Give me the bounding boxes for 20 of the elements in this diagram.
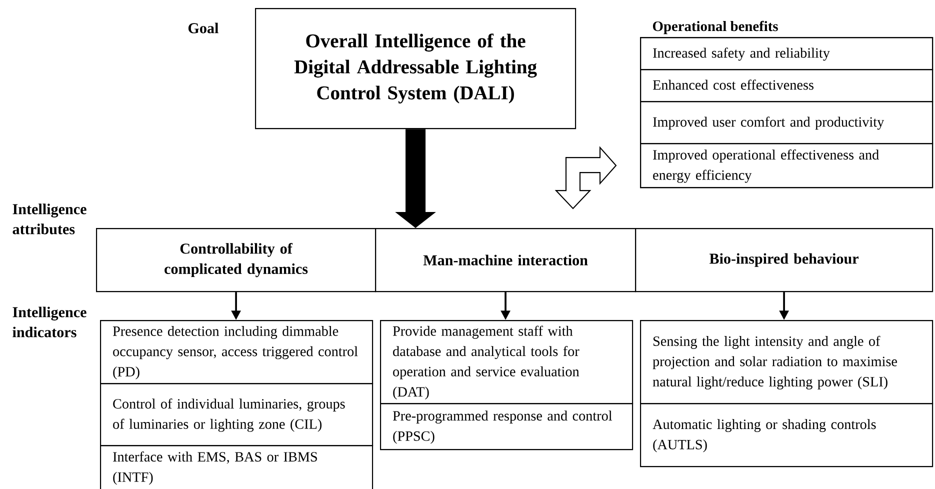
goal-box: Overall Intelligence of the Digital Addressable Lighting Control System (DALI) bbox=[255, 8, 576, 130]
benefit-row: Improved user comfort and productivity bbox=[640, 101, 934, 144]
row-label: Intelligence indicators bbox=[12, 306, 86, 338]
attribute-cell: Bio-inspired behaviour bbox=[635, 228, 934, 292]
benefit-row: Enhanced cost effectiveness bbox=[640, 69, 934, 102]
indicator-box: Sensing the light intensity and angle of projection and solar radiation to maximise natural light/reduce lighting power (SLI) bbox=[640, 320, 934, 404]
benefit-row: Increased safety and reliability bbox=[640, 37, 934, 70]
indicator-box: Provide management staff with database and analytical tools for operation and service evaluation (DAT) bbox=[380, 320, 634, 404]
indicator-box: Control of individual luminaries, groups of luminaries or lighting zone (CIL) bbox=[100, 383, 374, 446]
attribute-cell: Man-machine interaction bbox=[375, 228, 636, 292]
indicator-box: Automatic lighting or shading controls (AUTLS) bbox=[640, 403, 934, 468]
attribute-cell: Controllability of complicated dynamics bbox=[96, 228, 376, 292]
indicator-box: Interface with EMS, BAS or IBMS (INTF) bbox=[100, 445, 374, 489]
hollow-arrow bbox=[554, 146, 617, 210]
benefit-row: Improved operational effectiveness and energy efficiency bbox=[640, 143, 934, 188]
row-label: Intelligence attributes bbox=[12, 204, 86, 234]
node-label: Operational benefits bbox=[652, 20, 778, 34]
indicator-box: Pre-programmed response and control (PPSC) bbox=[380, 403, 634, 450]
row-label: Goal bbox=[188, 22, 218, 34]
indicator-box: Presence detection including dimmable occupancy sensor, access triggered control (PD) bbox=[100, 320, 374, 384]
